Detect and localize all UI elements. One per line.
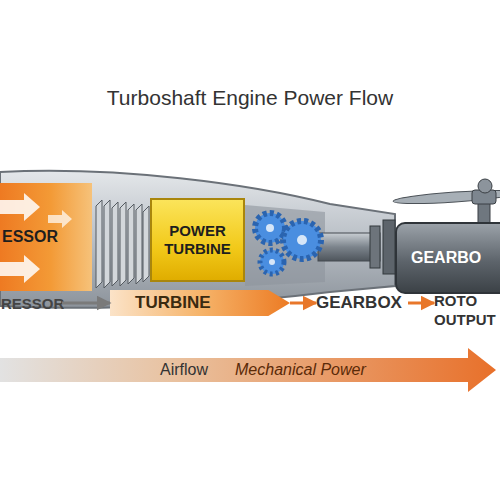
gear-set — [255, 213, 321, 274]
gear-hub — [266, 224, 274, 232]
compressor-section: ESSOR — [0, 183, 92, 291]
compressor-blade — [136, 204, 142, 284]
engine-casing — [0, 171, 395, 308]
flow-arrow — [408, 302, 434, 305]
airflow-arrow — [0, 255, 40, 283]
coupling-flange — [383, 220, 395, 274]
power-flow-arrow — [0, 348, 496, 392]
node-text: GEARBOX — [316, 293, 402, 313]
compressor-blade — [96, 200, 102, 288]
airflow-arrow — [48, 210, 72, 228]
compressor-blade — [128, 204, 134, 284]
compressor-blades — [96, 200, 149, 288]
gear — [260, 250, 284, 274]
node-text: ESSOR — [2, 228, 58, 246]
gear — [255, 213, 285, 243]
flow-step: RESSOR — [0, 292, 62, 314]
node-text: POWER TURBINE — [152, 222, 243, 258]
flow-step: ROTO OUTPUT — [434, 291, 500, 331]
coupling-flange — [370, 226, 380, 268]
gear-hub — [297, 235, 307, 245]
node-text: RESSOR — [1, 295, 64, 312]
rotor-cap — [478, 179, 492, 193]
compressor-blade — [143, 206, 149, 282]
compressor-blade — [112, 202, 118, 286]
flow-label: Airflow — [160, 361, 208, 379]
node-text: TURBINE — [135, 293, 211, 313]
flow-step: GEARBOX — [316, 291, 408, 315]
gearbox-housing: GEARBO — [395, 222, 500, 294]
node-text: GEARBO — [411, 249, 481, 267]
gear-hub — [269, 259, 275, 265]
compressor-blade — [104, 200, 110, 288]
airflow-arrow — [0, 193, 40, 221]
flow-arrow — [62, 302, 110, 305]
flow-label: Mechanical Power — [235, 361, 366, 379]
gear-housing — [245, 205, 325, 286]
flow-arrow — [290, 302, 316, 305]
power-turbine-box: POWER TURBINE — [150, 198, 245, 282]
diagram-title: Turboshaft Engine Power Flow — [0, 86, 500, 110]
node-text: ROTO OUTPUT — [434, 291, 500, 329]
flow-step-band: TURBINE — [110, 290, 290, 316]
gear — [283, 221, 321, 259]
compressor-blade — [120, 202, 126, 286]
